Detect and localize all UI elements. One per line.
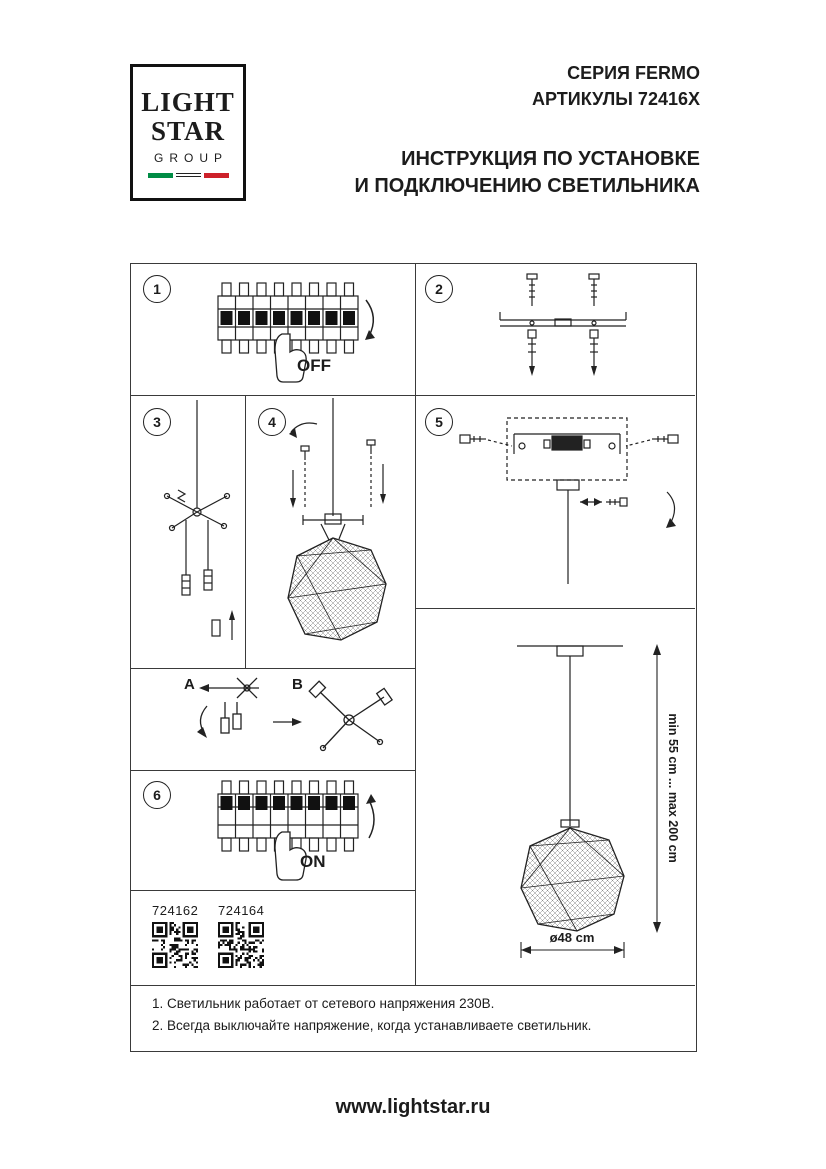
divider-h3 — [130, 770, 415, 772]
divider-h1 — [130, 395, 695, 397]
variant-a-label: A — [184, 676, 195, 693]
dim-arrow-up-icon — [653, 644, 661, 655]
instruction-title: ИНСТРУКЦИЯ ПО УСТАНОВКЕ И ПОДКЛЮЧЕНИЮ СВ… — [354, 146, 700, 200]
step-2-number: 2 — [425, 275, 453, 303]
hand-icon — [274, 831, 307, 881]
divider-v-34 — [245, 395, 247, 668]
illustration-step6-breaker-panel — [217, 780, 376, 881]
illustration-step2-mounting-bracket — [499, 273, 627, 376]
step-5-number: 5 — [425, 408, 453, 436]
switch-off-arrow-icon — [365, 299, 375, 337]
logo-word-group: GROUP — [153, 150, 228, 165]
step-6-number: 6 — [143, 781, 171, 809]
dim-arrow-down-icon — [653, 922, 661, 933]
instruction-title-line1: ИНСТРУКЦИЯ ПО УСТАНОВКЕ — [401, 148, 700, 170]
logo-word-star: STAR — [150, 115, 226, 146]
switch-on-arrow-icon — [368, 799, 375, 839]
safety-notes: 1. Светильник работает от сетевого напря… — [152, 993, 682, 1037]
website-url: www.lightstar.ru — [335, 1096, 491, 1118]
qr-code-724162 — [152, 922, 198, 968]
instruction-title-line2: И ПОДКЛЮЧЕНИЮ СВЕТИЛЬНИКА — [354, 175, 700, 197]
steps-frame — [130, 263, 697, 1052]
qr-code-724164 — [218, 922, 264, 968]
divider-h4 — [130, 890, 415, 892]
height-dimension-label: min 55 cm ... max 200 cm — [666, 713, 680, 862]
illustration-step4-shade-assembly — [287, 398, 387, 641]
off-label: OFF — [297, 356, 331, 375]
illustration-mount-variants — [197, 677, 394, 752]
series-block: СЕРИЯ FERMO АРТИКУЛЫ 72416X — [532, 60, 700, 112]
note-1: 1. Светильник работает от сетевого напря… — [152, 996, 495, 1011]
on-label: ON — [300, 852, 326, 871]
article-code-724162: 724162 — [152, 903, 199, 918]
faceted-shade — [287, 537, 387, 641]
insert-up-arrow-icon — [229, 610, 235, 620]
transform-arrow-icon — [292, 718, 302, 726]
step-1-number: 1 — [143, 275, 171, 303]
step-3-number: 3 — [143, 408, 171, 436]
rotate-arrow-icon — [290, 422, 318, 433]
illustration-step1-breaker-panel — [217, 282, 375, 383]
spring-icon — [176, 489, 187, 503]
variant-b-label: B — [292, 676, 303, 693]
illustration-step3-suspension — [163, 400, 235, 640]
illustration-step5-canopy-fixing — [459, 417, 679, 584]
logo-word-light: LIGHT — [141, 86, 235, 117]
series-title: СЕРИЯ FERMO — [567, 63, 700, 83]
article-code-724164: 724164 — [218, 903, 265, 918]
divider-h5 — [415, 608, 695, 610]
note-2: 2. Всегда выключайте напряжение, когда у… — [152, 1018, 592, 1033]
divider-v-main — [415, 263, 417, 985]
lightstar-logo: LIGHT STAR GROUP — [130, 64, 246, 201]
divider-h-notes — [130, 985, 695, 987]
hand-icon — [274, 333, 307, 383]
diameter-dimension-label: ø48 cm — [550, 930, 595, 945]
faceted-shade — [520, 827, 625, 932]
articles-title: АРТИКУЛЫ 72416X — [532, 89, 700, 109]
divider-h2 — [130, 668, 415, 670]
italian-flag-icon — [147, 172, 229, 178]
step-4-number: 4 — [258, 408, 286, 436]
illustration-pendant-dimensions: min 55 cm ... max 200 cm ø48 cm — [517, 644, 680, 958]
